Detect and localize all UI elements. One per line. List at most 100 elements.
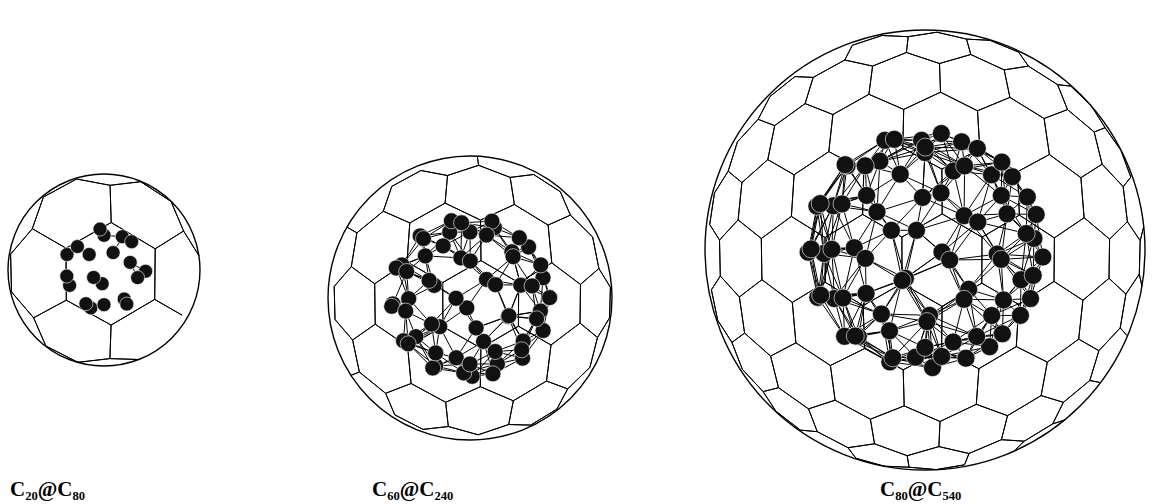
- inner-atom: [969, 213, 987, 231]
- inner-atom: [1018, 188, 1036, 206]
- inner-atom: [416, 231, 432, 247]
- inner-atom: [908, 221, 926, 239]
- inner-atom: [998, 205, 1016, 223]
- inner-atom: [399, 264, 415, 280]
- inner-atom: [833, 195, 851, 213]
- inner-atom: [983, 307, 1001, 325]
- cage-outline: [8, 174, 200, 366]
- inner-atom: [1011, 306, 1029, 324]
- inner-atom: [384, 298, 400, 314]
- fullerene-molecule: [705, 30, 1145, 470]
- inner-atom: [846, 327, 864, 345]
- inner-atom: [1022, 290, 1040, 308]
- inner-atom: [993, 153, 1011, 171]
- inner-atom: [87, 270, 101, 284]
- inner-atom: [856, 157, 874, 175]
- inner-atom: [454, 215, 470, 231]
- inner-bonds: [808, 134, 1043, 368]
- inner-atom: [398, 303, 414, 319]
- inner-atom: [916, 138, 934, 156]
- inner-atom: [995, 291, 1013, 309]
- fullerene-molecule: [8, 174, 200, 366]
- inner-atom: [425, 360, 441, 376]
- fullerene-molecule: [328, 156, 612, 440]
- inner-atom: [868, 203, 886, 221]
- inner-atom: [123, 255, 137, 269]
- inner-atom: [487, 344, 503, 360]
- inner-atom: [933, 347, 951, 365]
- inner-atom: [533, 257, 549, 273]
- inner-atom: [524, 278, 540, 294]
- inner-atom: [856, 249, 874, 267]
- cage-outline: [705, 30, 1145, 470]
- inner-atom: [891, 165, 909, 183]
- inner-atom: [918, 313, 936, 331]
- inner-atom: [106, 246, 120, 260]
- inner-atom: [82, 248, 96, 262]
- inner-atom: [968, 139, 986, 157]
- inner-atom: [125, 235, 139, 249]
- inner-atom: [97, 298, 111, 312]
- inner-atom: [1003, 168, 1021, 186]
- inner-atom: [885, 130, 903, 148]
- inner-atom: [511, 230, 527, 246]
- inner-atom: [882, 221, 900, 239]
- inner-atom: [421, 272, 437, 288]
- inner-atom: [428, 345, 444, 361]
- inner-atom: [932, 125, 950, 143]
- inner-atom: [802, 240, 820, 258]
- inner-atom: [417, 248, 433, 264]
- inner-atom: [944, 333, 962, 351]
- inner-atom: [957, 349, 975, 367]
- inner-atom: [992, 187, 1010, 205]
- cage-mesh: [11, 179, 199, 362]
- inner-atom: [462, 356, 478, 372]
- inner-atom: [857, 284, 875, 302]
- inner-atom: [514, 342, 530, 358]
- inner-atom: [479, 227, 495, 243]
- inner-atom: [131, 271, 145, 285]
- inner-atom: [1024, 266, 1042, 284]
- inner-atom: [811, 195, 829, 213]
- inner-atom: [992, 250, 1010, 268]
- inner-atom: [955, 290, 973, 308]
- inner-atom: [500, 309, 516, 325]
- cage-outline: [328, 156, 612, 440]
- inner-atom: [485, 366, 501, 382]
- inner-atom: [505, 249, 521, 265]
- inner-atom: [884, 349, 902, 367]
- inner-atom: [70, 240, 84, 254]
- inner-atom: [488, 277, 504, 293]
- inner-atom: [529, 311, 545, 327]
- inner-atom: [956, 157, 974, 175]
- inner-atom: [932, 184, 950, 202]
- inner-atom: [1027, 206, 1045, 224]
- inner-atom: [914, 188, 932, 206]
- inner-atom: [120, 297, 134, 311]
- inner-atom: [834, 289, 852, 307]
- inner-atom: [953, 133, 971, 151]
- inner-atom: [79, 297, 93, 311]
- molecule-label: C₆₀@C₂₄₀: [372, 478, 453, 501]
- inner-atom: [400, 336, 416, 352]
- inner-atom: [812, 286, 830, 304]
- inner-atom: [60, 269, 74, 283]
- molecule-label: C₈₀@C₅₄₀: [880, 478, 961, 501]
- inner-atom: [501, 308, 517, 324]
- inner-atom: [872, 305, 890, 323]
- inner-atom: [836, 156, 854, 174]
- inner-atom: [823, 240, 841, 258]
- inner-atom: [435, 238, 451, 254]
- inner-atom: [1034, 248, 1052, 266]
- inner-bonds: [67, 229, 146, 308]
- inner-atom: [858, 186, 876, 204]
- inner-atom: [462, 253, 478, 269]
- cage-mesh: [334, 156, 610, 435]
- inner-atom: [93, 222, 107, 236]
- inner-atom: [424, 316, 440, 332]
- inner-atom: [542, 290, 558, 306]
- inner-atom: [1017, 225, 1035, 243]
- inner-atom: [916, 338, 934, 356]
- inner-atom: [968, 328, 986, 346]
